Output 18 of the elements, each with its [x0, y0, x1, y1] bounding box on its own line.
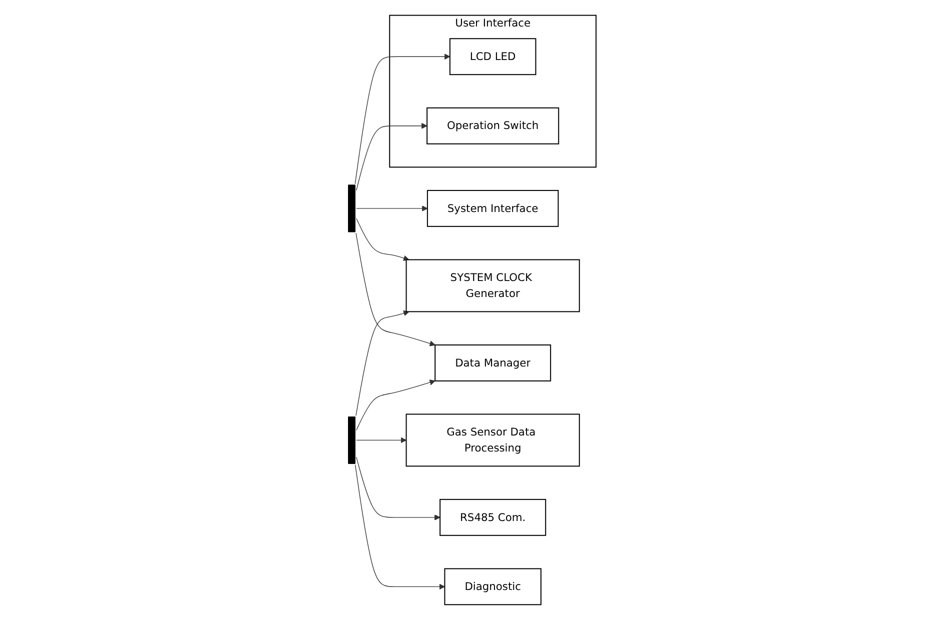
- node-box: System Interface: [427, 189, 560, 226]
- arrow: [356, 232, 436, 346]
- arrow: [356, 122, 428, 190]
- arrow: [356, 205, 428, 211]
- arrow: [355, 464, 446, 590]
- arrow: [356, 379, 436, 430]
- node-box: Data Manager: [434, 344, 552, 381]
- arrow: [356, 456, 441, 520]
- node-box: Gas Sensor Data Processing: [406, 413, 580, 466]
- node-box: Operation Switch: [426, 106, 560, 144]
- node-box: RS485 Com.: [440, 498, 546, 536]
- arrow: [356, 310, 410, 416]
- node-box: Diagnostic: [444, 568, 542, 605]
- arrow: [355, 53, 450, 184]
- arrow: [356, 218, 410, 260]
- node-box: SYSTEM CLOCK Generator: [406, 258, 580, 312]
- node-box: LCD LED: [450, 38, 537, 75]
- arrow: [356, 436, 407, 443]
